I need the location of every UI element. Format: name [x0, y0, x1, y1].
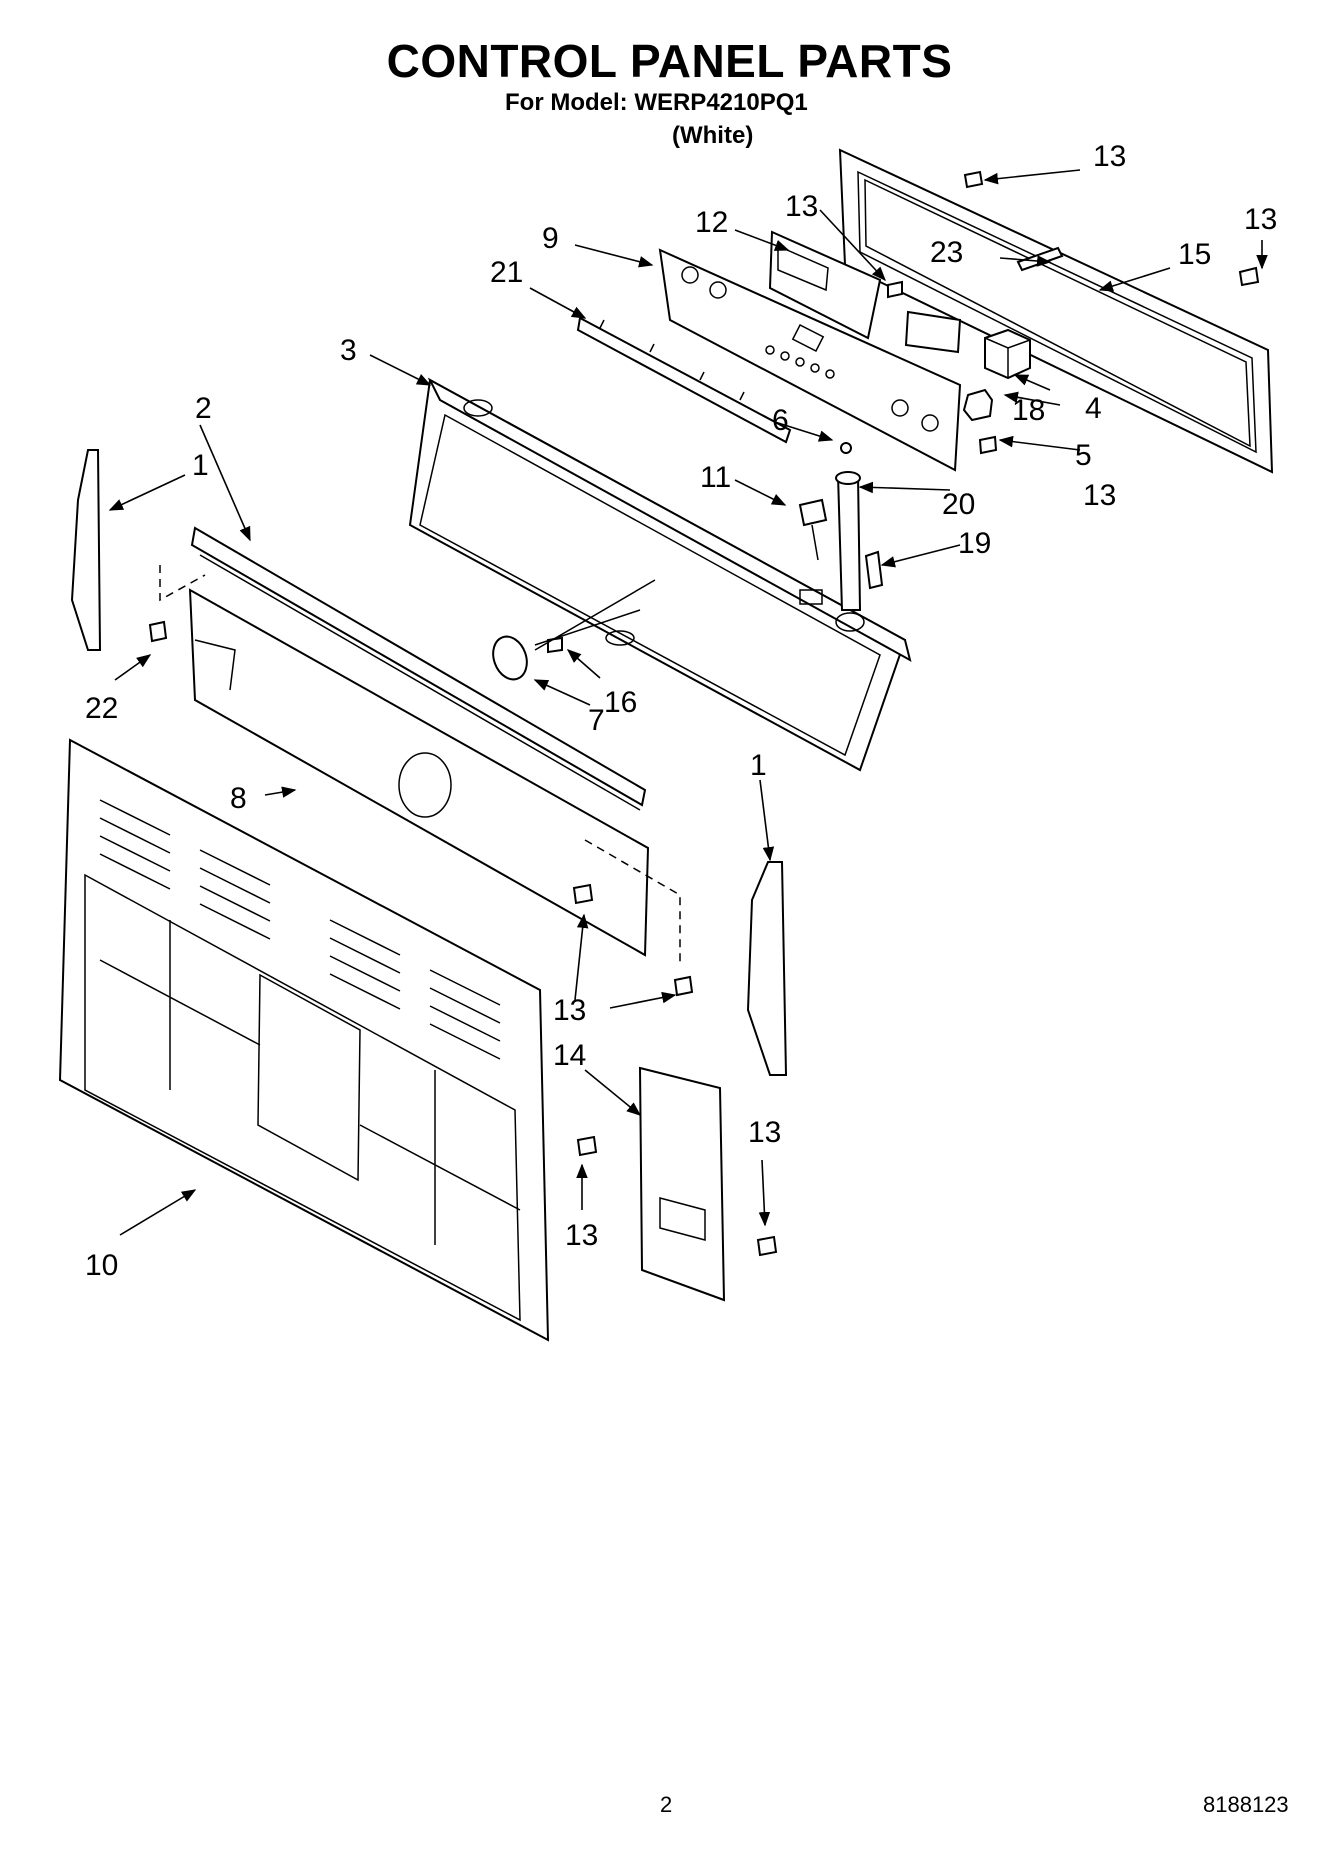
part-15-trim-frame	[838, 148, 1274, 474]
callout-11: 11	[700, 461, 731, 494]
callout-23: 23	[930, 236, 963, 269]
callout-13: 13	[1093, 140, 1126, 173]
callout-13: 13	[1244, 203, 1277, 236]
callout-18: 18	[1012, 394, 1045, 427]
knob-guide-line	[534, 579, 656, 651]
callout-22: 22	[85, 692, 118, 725]
callout-9: 9	[542, 222, 559, 255]
callout-8: 8	[230, 782, 247, 815]
part-11-switch	[798, 498, 828, 561]
part-12-electronic-control	[768, 230, 882, 340]
callout-13: 13	[1083, 479, 1116, 512]
callout-5: 5	[1075, 439, 1092, 472]
model-line: For Model: WERP4210PQ1	[505, 89, 808, 116]
mount-guide-right	[584, 839, 681, 965]
callout-16: 16	[604, 686, 637, 719]
document-number: 8188123	[1203, 1792, 1289, 1817]
part-16-screw	[547, 636, 563, 654]
part-20-thermostat	[835, 471, 862, 611]
callout-21: 21	[490, 256, 523, 289]
vent-slots	[99, 799, 501, 1060]
callout-13: 13	[553, 994, 586, 1027]
part-21-bracket	[576, 316, 792, 444]
part-13-screws	[148, 170, 1260, 1257]
part-19-clip	[864, 550, 884, 590]
part-10-rear-panel	[58, 738, 550, 1342]
page-title: CONTROL PANEL PARTS	[386, 35, 953, 87]
callout-labels: 13 13 13 15 23 12 9 21 4 18 5 13 3 6 11 …	[85, 140, 1277, 1282]
callout-12: 12	[695, 206, 728, 239]
callout-15: 15	[1178, 238, 1211, 271]
mount-guide-left	[159, 565, 206, 602]
callout-6: 6	[772, 404, 789, 437]
callout-14: 14	[553, 1039, 586, 1072]
callout-20: 20	[942, 488, 975, 521]
callout-1: 1	[750, 749, 767, 782]
color-line: (White)	[672, 122, 754, 149]
callout-13: 13	[748, 1116, 781, 1149]
part-4-switch	[984, 328, 1031, 380]
part-14-bracket	[638, 1066, 726, 1302]
callout-13: 13	[565, 1219, 598, 1252]
callout-7: 7	[588, 704, 605, 737]
part-3-console-housing	[408, 377, 912, 772]
overlay-window	[904, 310, 962, 354]
part-8-back-panel	[188, 588, 650, 957]
page-number: 2	[660, 1792, 673, 1817]
callout-4: 4	[1085, 392, 1102, 425]
callout-1: 1	[192, 449, 209, 482]
part-5-component	[962, 388, 994, 422]
callout-3: 3	[340, 334, 357, 367]
leader-lines	[108, 169, 1268, 1236]
callout-2: 2	[195, 392, 212, 425]
callout-13: 13	[785, 190, 818, 223]
part-2-rail	[190, 526, 647, 811]
part-7-knob	[492, 635, 528, 681]
callout-19: 19	[958, 527, 991, 560]
part-1-end-bracket-left	[70, 449, 102, 651]
callout-10: 10	[85, 1249, 118, 1282]
part-1-end-bracket-right	[746, 861, 788, 1076]
part-9-control-panel	[658, 248, 962, 472]
